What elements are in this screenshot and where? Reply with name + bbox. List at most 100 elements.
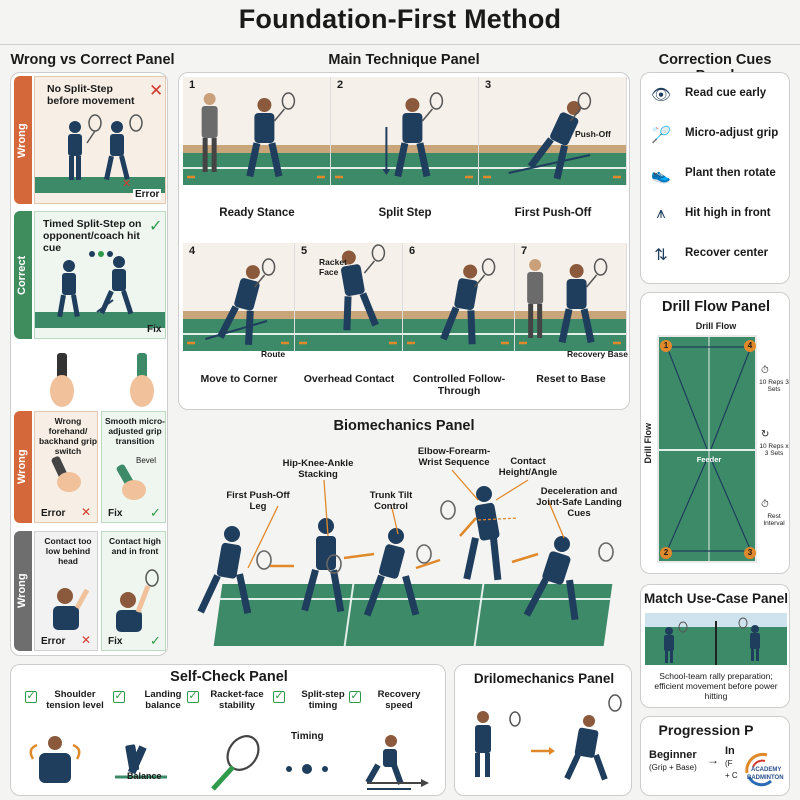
correction-cue-label: Read cue early	[685, 87, 767, 99]
academy-logo: ACADEMY BADMINTON	[737, 743, 789, 795]
balance-tag: Balance	[127, 771, 162, 781]
gym-wall	[183, 311, 294, 319]
court-line	[183, 333, 294, 335]
step-label: Overhead Contact	[303, 373, 395, 385]
correct-split-step-text: Timed Split-Step on opponent/coach hit c…	[43, 218, 142, 254]
push-off-tag: Push-Off	[575, 129, 611, 139]
biomech-label: Trunk Tilt Control	[369, 490, 413, 512]
wrong-side-bar: Wrong	[14, 76, 32, 204]
progression-title: Progression P	[658, 722, 754, 738]
technique-step-card: 7	[515, 243, 627, 351]
error-tag: Error	[41, 636, 66, 647]
drill-court: Feeder 1 4 2 3	[657, 335, 757, 563]
player-figure	[187, 92, 325, 179]
match-court	[645, 613, 787, 665]
recover-icon: ⇅	[654, 247, 668, 264]
player-figure	[299, 244, 397, 345]
biomechanics-figures	[197, 469, 614, 621]
fix-tag: Fix	[108, 508, 123, 519]
rest-label: Rest Interval	[763, 513, 785, 527]
player-figure	[335, 92, 473, 179]
correction-cue-label: Hit high in front	[685, 207, 771, 219]
step-label: Ready Stance	[219, 207, 295, 219]
check-icon: ✓	[149, 218, 163, 235]
wrong-split-step-card: No Split-Step before movement ✕ ✕ Error	[34, 76, 166, 204]
correction-cue-label: Plant then rotate	[685, 167, 776, 179]
contact-wrong-card: Contact too low behind head Error ✕	[34, 531, 98, 651]
correction-cues-panel: 👁Read cue early🏸Micro-adjust grip👟Plant …	[640, 72, 790, 284]
self-check-checkbox[interactable]: ✓	[187, 690, 199, 703]
step-number: 6	[409, 245, 416, 257]
error-x-icon: ✕	[81, 505, 92, 519]
step-label: Controlled Follow-Through	[412, 373, 506, 397]
biomech-label: Contact Height/Angle	[498, 456, 558, 478]
wrong-correct-panel: Wrong No Split-Step before movement ✕ ✕ …	[10, 72, 168, 656]
fix-tag: Fix	[147, 324, 162, 335]
beginner-label: Beginner	[649, 749, 697, 761]
technique-step-card: 6	[403, 243, 515, 351]
grip-wrong-text: Wrong forehand/ backhand grip switch	[38, 416, 98, 456]
wrong-side-label: Wrong	[16, 573, 28, 609]
eye-icon: 👁	[650, 87, 672, 104]
step-number: 7	[521, 245, 528, 257]
stopwatch-icon: ⏱	[761, 365, 769, 376]
drill-flow-panel: Drill Flow Panel Drill Flow Drill Flow F…	[640, 292, 790, 574]
biomechanics-title: Biomechanics Panel	[333, 418, 475, 434]
court-line	[479, 167, 626, 169]
shuttlecock-icon: ⩚	[656, 205, 666, 222]
court-line	[295, 333, 402, 335]
fix-tag: Fix	[108, 636, 123, 647]
correct-split-figures	[57, 251, 134, 318]
contact-wrong-figure	[53, 588, 90, 630]
court-strip	[35, 312, 165, 328]
self-check-checkbox[interactable]: ✓	[349, 690, 361, 703]
correction-cue-label: Micro-adjust grip	[685, 127, 779, 139]
check-icon: ✓	[150, 505, 161, 520]
next-level-sub-a: (F	[725, 759, 733, 768]
drill-flow-side-label: Drill Flow	[643, 423, 653, 464]
self-check-illustrations	[29, 735, 429, 791]
wrong-correct-title: Wrong vs Correct Panel	[10, 52, 175, 68]
biomechanics-panel: Biomechanics Panel First Push-Off Leg Hi…	[178, 414, 630, 656]
step-label: Reset to Base	[536, 373, 606, 385]
correct-split-step-card: Timed Split-Step on opponent/coach hit c…	[34, 211, 166, 339]
error-x-icon: ✕	[149, 81, 164, 100]
gym-wall	[479, 145, 626, 153]
court-line	[331, 167, 478, 169]
player-figure	[187, 258, 289, 345]
court-floor	[515, 319, 626, 351]
self-check-checkbox[interactable]: ✓	[273, 690, 285, 703]
error-tag: Error	[41, 508, 66, 519]
self-check-checkbox[interactable]: ✓	[113, 690, 125, 703]
technique-step-card: 3	[479, 77, 627, 185]
logo-text-b: BADMINTON	[747, 775, 784, 781]
biomech-label: Hip-Knee-Ankle Stacking	[282, 458, 354, 480]
main-technique-title: Main Technique Panel	[328, 52, 480, 68]
step-number: 4	[189, 245, 196, 257]
sets-label-a: 10 Reps 3 Sets	[759, 379, 789, 393]
step-label: Split Step	[378, 207, 432, 219]
corner-marker: 4	[744, 340, 756, 352]
foot-icon: 👟	[651, 167, 671, 184]
feeder-label: Feeder	[696, 455, 722, 464]
recovery-base-tag: Recovery Base	[567, 349, 628, 359]
bevel-label: Bevel	[136, 456, 157, 465]
net-post	[715, 621, 717, 665]
academy-logo-mark	[745, 752, 773, 787]
player-figure	[407, 258, 509, 345]
gym-wall	[403, 311, 514, 319]
match-use-case-title: Match Use-Case Panel	[643, 591, 789, 606]
technique-step-card: 2	[331, 77, 479, 185]
player-figure	[483, 92, 621, 180]
racket-face-tag: Racket Face	[319, 257, 347, 277]
court-floor	[479, 153, 626, 185]
step-number: 2	[337, 79, 344, 91]
technique-step-card: 4	[183, 243, 295, 351]
self-check-label: Racket-face stability	[210, 689, 264, 711]
self-check-checkbox[interactable]: ✓	[25, 690, 37, 703]
repeat-icon: ↻	[761, 429, 770, 440]
drilomechanics-figures	[475, 694, 622, 781]
timing-tag: Timing	[291, 731, 324, 742]
court-line	[403, 333, 514, 335]
